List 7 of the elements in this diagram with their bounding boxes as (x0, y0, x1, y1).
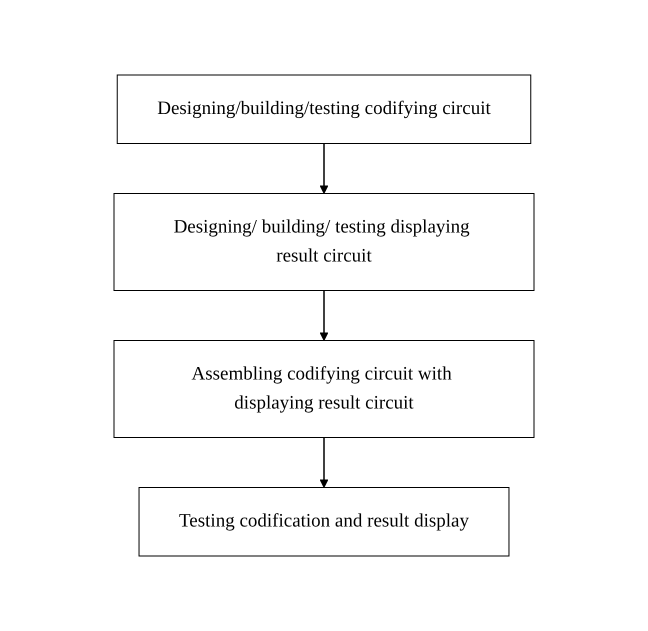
arrow (320, 438, 328, 488)
arrow (320, 290, 328, 341)
node-box: Designing/ building/ testing displaying result circuit (114, 193, 534, 291)
arrow (320, 144, 328, 194)
node-box: Assembling codifying circuit with displaying result circuit (114, 340, 534, 438)
node-box: Designing/building/testing codifying circuit (116, 74, 532, 144)
node-box: Testing codification and result display (138, 487, 510, 556)
